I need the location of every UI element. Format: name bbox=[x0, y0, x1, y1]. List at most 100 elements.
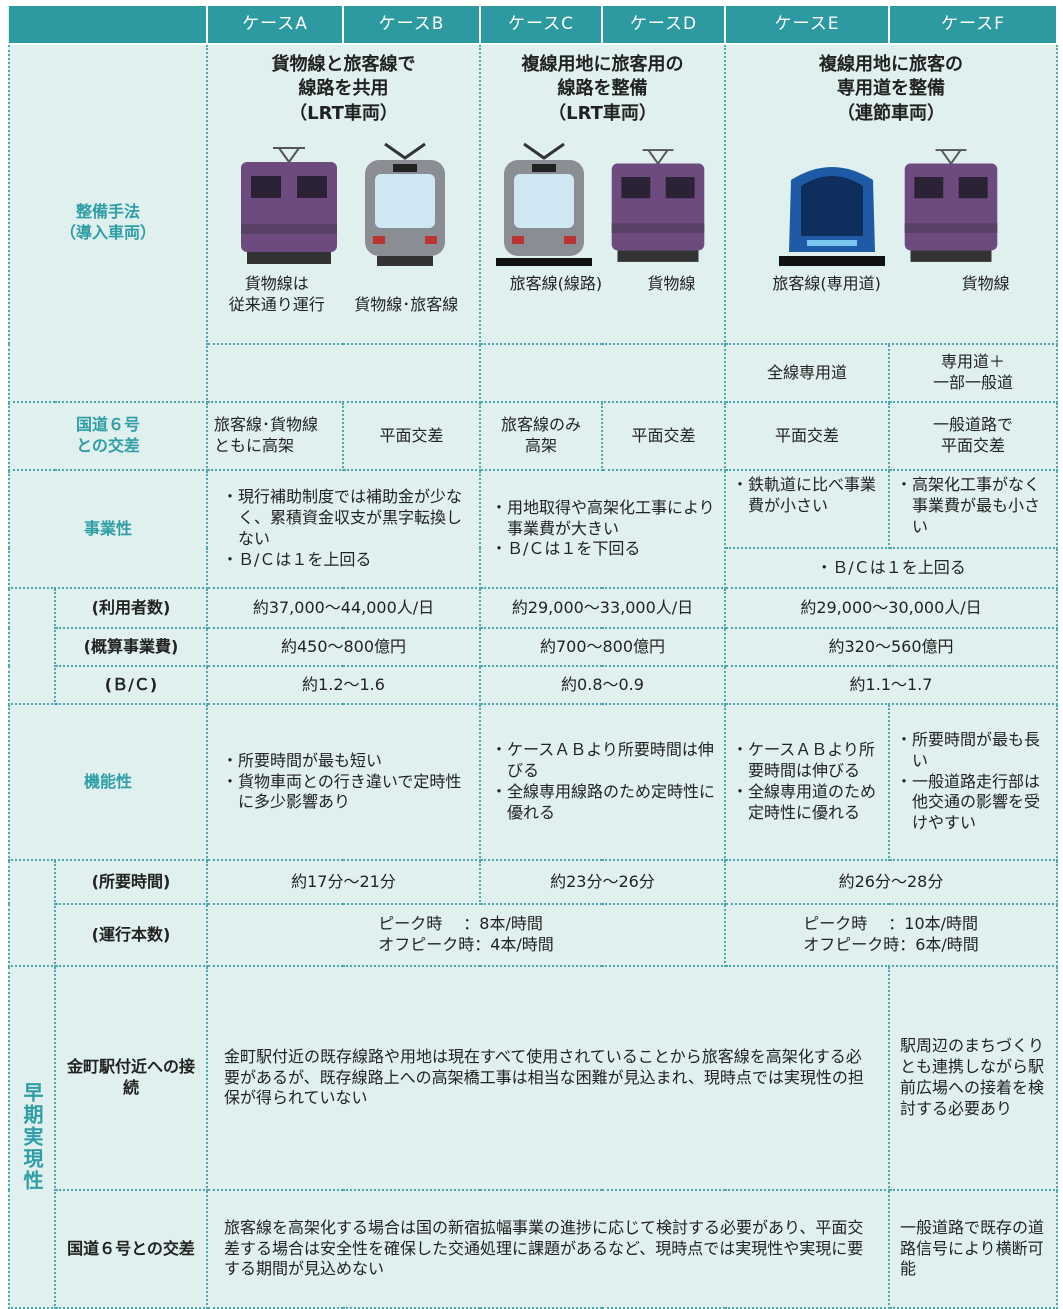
kanamachi-f: 駅周辺のまちづくりとも連携しながら駅前広場への接着を検討する必要あり bbox=[888, 965, 1058, 1191]
crossing-b: 平面交差 bbox=[342, 401, 481, 471]
method-label: 整備手法 （導入車両） bbox=[8, 43, 208, 403]
users-ef: 約29,000～30,000人/日 bbox=[724, 587, 1058, 629]
case-header-row: ケースA ケースB ケースC ケースD ケースE ケースF bbox=[9, 6, 1058, 45]
freq-label: (運行本数) bbox=[54, 903, 208, 967]
lrt-tram-icon bbox=[364, 142, 445, 266]
function-e-item: ケースＡＢより所要時間は伸びる bbox=[732, 740, 882, 782]
function-e: ケースＡＢより所要時間は伸びる 全線専用道のため定時性に優れる bbox=[724, 703, 890, 861]
method-ab-captions: 貨物線は 従来通り運行 貨物線･旅客線 bbox=[214, 274, 473, 316]
method-cd-blank bbox=[479, 343, 726, 403]
freight-locomotive-icon bbox=[611, 148, 704, 262]
cost-ab: 約450～800億円 bbox=[206, 627, 481, 667]
caption-case-e: 旅客線(専用道) bbox=[772, 273, 881, 293]
business-cd: 用地取得や高架化工事により事業費が大きい Ｂ/Ｃは１を下回る bbox=[479, 469, 726, 589]
case-a-header: ケースA bbox=[207, 6, 344, 45]
header-corner bbox=[9, 6, 208, 45]
method-ef-vehicles bbox=[732, 132, 1050, 270]
articulated-bus-icon bbox=[779, 166, 885, 266]
business-f: 高架化工事がなく事業費が最も小さい bbox=[888, 469, 1058, 549]
method-ab-vehicles bbox=[214, 132, 473, 270]
case-d-header: ケースD bbox=[602, 6, 726, 45]
freq-abcd: ピーク時 ：8本/時間 オフピーク時：4本/時間 bbox=[206, 903, 726, 967]
business-ef-common: ・Ｂ/Ｃは１を上回る bbox=[724, 547, 1058, 589]
caption-case-f: 貨物線 bbox=[961, 273, 1010, 293]
time-cd: 約23分～26分 bbox=[479, 859, 726, 905]
caption-case-d: 貨物線 bbox=[647, 273, 696, 293]
method-f-sub: 専用道＋ 一部一般道 bbox=[888, 343, 1058, 403]
method-cd-captions: 旅客線(線路) 貨物線 bbox=[487, 274, 718, 295]
method-ab-blank bbox=[206, 343, 481, 403]
business-e-item: 鉄軌道に比べ事業費が小さい bbox=[732, 475, 882, 517]
early-route6-row: 国道６号との交差 旅客線を高架化する場合は国の新宿拡幅事業の進捗に応じて検討する… bbox=[9, 1189, 1058, 1309]
lrt-tram-icon bbox=[495, 142, 592, 266]
function-e-item: 全線専用道のため定時性に優れる bbox=[732, 782, 882, 824]
crossing-d: 平面交差 bbox=[601, 401, 726, 471]
crossing-a: 旅客線･貨物線 ともに高架 bbox=[206, 401, 344, 471]
case-f-header: ケースF bbox=[889, 6, 1058, 45]
cost-label: (概算事業費) bbox=[54, 627, 208, 667]
kanamachi-label: 金町駅付近への接続 bbox=[54, 965, 208, 1191]
function-f-item: 一般道路走行部は他交通の影響を受けやすい bbox=[896, 772, 1050, 834]
method-ab-title: 貨物線と旅客線で 線路を共用 （LRT車両） bbox=[271, 54, 416, 124]
method-ab-cell: 貨物線と旅客線で 線路を共用 （LRT車両） bbox=[206, 43, 481, 345]
function-ab: 所要時間が最も短い 貨物車両との行き違いで定時性に多少影響あり bbox=[206, 703, 481, 861]
caption-case-b: 貨物線･旅客線 bbox=[354, 294, 459, 314]
method-ef-captions: 旅客線(専用道) 貨物線 bbox=[732, 274, 1050, 295]
time-ab: 約17分～21分 bbox=[206, 859, 481, 905]
case-c-header: ケースC bbox=[480, 6, 603, 45]
crossing-c: 旅客線のみ 高架 bbox=[479, 401, 603, 471]
case-b-header: ケースB bbox=[343, 6, 481, 45]
method-cd-vehicles bbox=[487, 132, 718, 270]
business-ab: 現行補助制度では補助金が少なく、累積資金収支が黒字転換しない Ｂ/Ｃは１を上回る bbox=[206, 469, 481, 589]
freq-ef-offpeak: オフピーク時：6本/時間 bbox=[803, 935, 979, 954]
business-row: 事業性 現行補助制度では補助金が少なく、累積資金収支が黒字転換しない Ｂ/Ｃは１… bbox=[8, 469, 1058, 589]
business-label: 事業性 bbox=[8, 469, 208, 589]
bc-cd: 約0.8～0.9 bbox=[479, 665, 726, 705]
crossing-label: 国道６号 との交差 bbox=[8, 401, 208, 471]
bc-ab: 約1.2～1.6 bbox=[206, 665, 481, 705]
business-sub-row: ・Ｂ/Ｃは１を上回る bbox=[9, 547, 1058, 589]
users-ab: 約37,000～44,000人/日 bbox=[206, 587, 481, 629]
function-row: 機能性 所要時間が最も短い 貨物車両との行き違いで定時性に多少影響あり ケースＡ… bbox=[8, 703, 1058, 861]
comparison-sheet: ケースA ケースB ケースC ケースD ケースE ケースF 整備手法 （導入車両… bbox=[0, 0, 1063, 1273]
early-kanamachi-row: 早期実現性 金町駅付近への接続 金町駅付近の既存線路や用地は現在すべて使用されて… bbox=[8, 965, 1058, 1309]
function-indent bbox=[8, 859, 56, 967]
case-e-header: ケースE bbox=[725, 6, 890, 45]
cost-row: (概算事業費) 約450～800億円 約700～800億円 約320～560億円 bbox=[9, 627, 1058, 667]
crossing-f: 一般道路で 平面交差 bbox=[888, 401, 1058, 471]
users-label: (利用者数) bbox=[54, 587, 208, 629]
time-row: (所要時間) 約17分～21分 約23分～26分 約26分～28分 bbox=[8, 859, 1058, 967]
users-cd: 約29,000～33,000人/日 bbox=[479, 587, 726, 629]
method-ef-title: 複線用地に旅客の 専用道を整備 （連節車両） bbox=[819, 54, 963, 124]
freight-locomotive-icon bbox=[240, 146, 337, 264]
method-cd-cell: 複線用地に旅客用の 線路を整備 （LRT車両） bbox=[479, 43, 726, 345]
early-label-cell: 早期実現性 bbox=[8, 965, 56, 1309]
function-label: 機能性 bbox=[8, 703, 208, 861]
kanamachi-ae: 金町駅付近の既存線路や用地は現在すべて使用されていることから旅客線を高架化する必… bbox=[206, 965, 890, 1191]
users-row: (利用者数) 約37,000～44,000人/日 約29,000～33,000人… bbox=[8, 587, 1058, 705]
comparison-table: ケースA ケースB ケースC ケースD ケースE ケースF 整備手法 （導入車両… bbox=[8, 6, 1058, 1309]
function-ab-item: 所要時間が最も短い bbox=[222, 751, 473, 772]
caption-case-a: 貨物線は 従来通り運行 bbox=[228, 273, 325, 314]
method-cd-title: 複線用地に旅客用の 線路を整備 （LRT車両） bbox=[521, 54, 684, 124]
crossing-e: 平面交差 bbox=[724, 401, 890, 471]
route6-label: 国道６号との交差 bbox=[54, 1189, 208, 1309]
business-ab-item: Ｂ/Ｃは１を上回る bbox=[222, 550, 473, 571]
business-cd-item: Ｂ/Ｃは１を下回る bbox=[491, 539, 718, 560]
business-indent bbox=[8, 587, 56, 705]
function-cd-item: ケースＡＢより所要時間は伸びる bbox=[491, 740, 718, 782]
function-cd-item: 全線専用線路のため定時性に優れる bbox=[491, 782, 718, 824]
freq-row: (運行本数) ピーク時 ：8本/時間 オフピーク時：4本/時間 ピーク時 ：10… bbox=[9, 903, 1058, 967]
bc-row: (Ｂ/Ｃ) 約1.2～1.6 約0.8～0.9 約1.1～1.7 bbox=[9, 665, 1058, 705]
business-cd-item: 用地取得や高架化工事により事業費が大きい bbox=[491, 498, 718, 540]
method-e-sub: 全線専用道 bbox=[724, 343, 890, 403]
bc-ef: 約1.1～1.7 bbox=[724, 665, 1058, 705]
cost-ef: 約320～560億円 bbox=[724, 627, 1058, 667]
business-e: 鉄軌道に比べ事業費が小さい bbox=[724, 469, 890, 549]
function-ab-item: 貨物車両との行き違いで定時性に多少影響あり bbox=[222, 772, 473, 814]
business-f-item: 高架化工事がなく事業費が最も小さい bbox=[896, 475, 1050, 537]
method-row: 整備手法 （導入車両） 貨物線と旅客線で 線路を共用 （LRT車両） bbox=[8, 43, 1058, 403]
freight-locomotive-icon bbox=[904, 148, 998, 262]
cost-cd: 約700～800億円 bbox=[479, 627, 726, 667]
freq-abcd-offpeak: オフピーク時：4本/時間 bbox=[378, 935, 554, 954]
